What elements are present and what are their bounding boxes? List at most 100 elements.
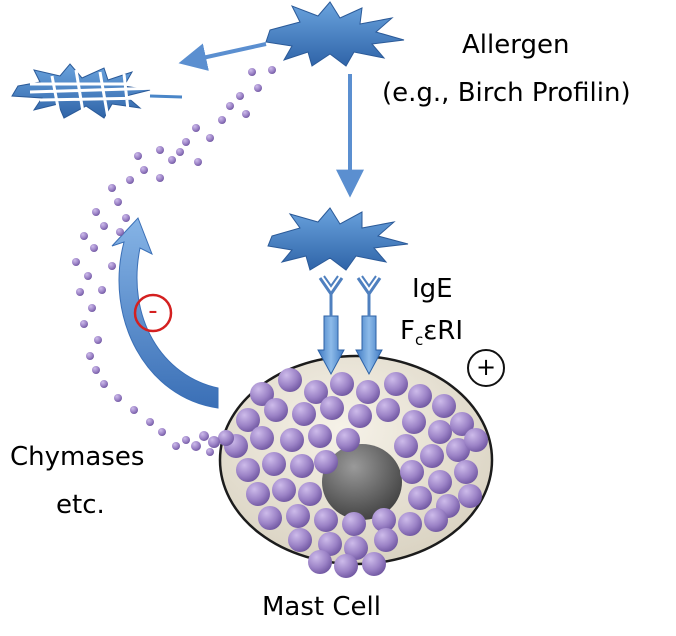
granule [92, 208, 100, 216]
granule [116, 228, 124, 236]
granule [86, 352, 94, 360]
granule [330, 372, 354, 396]
granule [314, 508, 338, 532]
granule [168, 156, 176, 164]
granule [432, 394, 456, 418]
granule [182, 436, 190, 444]
granule [80, 320, 88, 328]
receptor-label: FcεRI [400, 316, 463, 349]
degradation-arrow [178, 42, 267, 71]
granule [454, 460, 478, 484]
granule [72, 258, 80, 266]
receptor-label-subscript: c [414, 331, 424, 349]
granule [236, 458, 260, 482]
granule [194, 158, 202, 166]
receptor-right [355, 315, 383, 376]
granule [140, 166, 148, 174]
granule [258, 506, 282, 530]
released-granules [72, 66, 276, 456]
granule [264, 398, 288, 422]
inhibition-sign: - [148, 296, 158, 326]
granule [344, 536, 368, 560]
granule [88, 304, 96, 312]
granule [250, 426, 274, 450]
granule [420, 444, 444, 468]
granule [130, 406, 138, 414]
granule [288, 528, 312, 552]
granule [158, 428, 166, 436]
ige-antibody-icon [318, 275, 382, 316]
granule [226, 102, 234, 110]
granule [76, 288, 84, 296]
granule [84, 272, 92, 280]
cell-granules [224, 368, 488, 578]
ige-label: IgE [412, 274, 453, 304]
granule [348, 404, 372, 428]
granule [428, 420, 452, 444]
degraded-allergen-icon [11, 63, 183, 119]
granule [320, 396, 344, 420]
activation-sign: + [475, 353, 497, 381]
granule [384, 372, 408, 396]
granule [268, 66, 276, 74]
allergen-label: Allergen [462, 30, 570, 60]
granule [246, 482, 270, 506]
granule [278, 368, 302, 392]
granule [206, 448, 214, 456]
granule [100, 222, 108, 230]
granule [250, 382, 274, 406]
granule [191, 441, 201, 451]
allergen-star-icon [265, 1, 405, 67]
receptor-label-prefix: F [400, 316, 415, 346]
granule [308, 550, 332, 574]
receptor-left [317, 315, 345, 376]
granule [262, 452, 286, 476]
activation-circle [467, 349, 505, 387]
granule [428, 470, 452, 494]
inhibition-circle [133, 293, 173, 333]
granule [100, 380, 108, 388]
granule [92, 366, 100, 374]
granule [236, 408, 260, 432]
granule [90, 244, 98, 252]
granule [402, 410, 426, 434]
granule [134, 152, 142, 160]
granule [98, 286, 106, 294]
mast-cell-label: Mast Cell [262, 592, 381, 622]
granule [400, 460, 424, 484]
granule [80, 232, 88, 240]
granule [304, 380, 328, 404]
granule [314, 450, 338, 474]
granule [156, 146, 164, 154]
granule [446, 438, 470, 462]
allergen-example-label: (e.g., Birch Profilin) [382, 78, 631, 108]
granule [292, 402, 316, 426]
granule [182, 138, 190, 146]
granule [286, 504, 310, 528]
receptor-label-suffix: εRI [423, 316, 464, 346]
granule [146, 418, 154, 426]
granule [336, 428, 360, 452]
granule [108, 184, 116, 192]
granule [208, 436, 220, 448]
chymases-label: Chymases [10, 442, 145, 472]
granule [272, 478, 296, 502]
granule [114, 394, 122, 402]
granule [308, 424, 332, 448]
granule [126, 176, 134, 184]
granule [318, 532, 342, 556]
granule [408, 384, 432, 408]
etc-label: etc. [56, 490, 105, 520]
granule [176, 148, 184, 156]
granule [114, 198, 122, 206]
granule [108, 262, 116, 270]
granule [374, 528, 398, 552]
granule [298, 482, 322, 506]
granule [342, 512, 366, 536]
granule [464, 428, 488, 452]
granule [122, 214, 130, 222]
granule [242, 110, 250, 118]
granule [356, 380, 380, 404]
granule [248, 68, 256, 76]
